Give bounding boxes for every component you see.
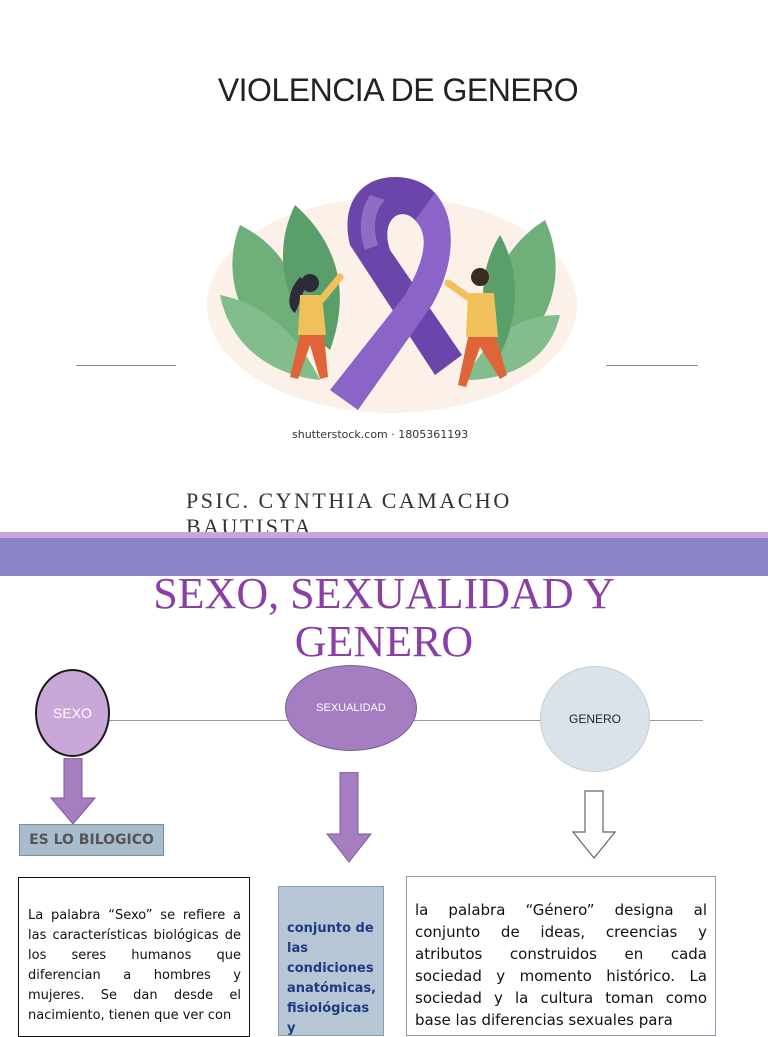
woman-shirt bbox=[298, 295, 326, 335]
node-sexo: SEXO bbox=[35, 669, 110, 757]
sexualidad-definition-box: conjunto de las condiciones anatómicas, … bbox=[278, 886, 384, 1036]
woman-arm bbox=[318, 273, 344, 303]
image-credit: shutterstock.com · 1805361193 bbox=[292, 428, 469, 441]
arrow-down-sexo bbox=[50, 758, 96, 825]
sexo-definition-box: La palabra “Sexo” se refiere a las carac… bbox=[18, 877, 250, 1037]
leaf-right-2 bbox=[465, 315, 560, 380]
man-arm bbox=[444, 279, 472, 301]
node-genero: GENERO bbox=[540, 666, 650, 772]
awareness-ribbon-illustration bbox=[207, 177, 577, 413]
arrow-down-sexualidad bbox=[326, 772, 372, 863]
ribbon-front bbox=[330, 193, 451, 410]
sexo-biologico-label: ES LO BILOGICO bbox=[19, 824, 164, 856]
slide-violencia-de-genero: VIOLENCIA DE GENERO shutterstock.com · 1… bbox=[76, 72, 698, 539]
woman-head bbox=[301, 274, 319, 292]
arrow-down-genero bbox=[571, 790, 617, 859]
node-genero-label: GENERO bbox=[568, 712, 621, 726]
man-pants bbox=[458, 337, 507, 387]
node-sexualidad-label: SEXUALIDAD bbox=[316, 702, 386, 714]
woman-pants bbox=[290, 335, 328, 379]
man-head bbox=[471, 268, 489, 286]
node-sexo-label: SEXO bbox=[53, 705, 92, 721]
man-shirt bbox=[466, 293, 498, 337]
genero-definition-box: la palabra “Género” designa al conjunto … bbox=[406, 876, 716, 1036]
divider-left bbox=[76, 365, 176, 366]
slide-divider-light bbox=[0, 532, 768, 538]
node-sexualidad: SEXUALIDAD bbox=[285, 665, 417, 751]
slide2-title-line1: SEXO, SEXUALIDAD Y bbox=[153, 569, 615, 618]
slide-title: VIOLENCIA DE GENERO bbox=[217, 72, 579, 108]
slide-divider-band bbox=[0, 538, 768, 576]
divider-right bbox=[606, 365, 698, 366]
woman-hair bbox=[289, 277, 308, 313]
sexualidad-definition-text: conjunto de las condiciones anatómicas, … bbox=[287, 921, 377, 1036]
slide2-title-line2: GENERO bbox=[294, 617, 474, 666]
genero-definition-text: la palabra “Género” designa al conjunto … bbox=[415, 901, 707, 1029]
ribbon-highlight bbox=[360, 195, 385, 250]
slide2-title: SEXO, SEXUALIDAD Y GENERO bbox=[0, 570, 768, 666]
sexo-definition-text: La palabra “Sexo” se refiere a las carac… bbox=[28, 908, 241, 1023]
